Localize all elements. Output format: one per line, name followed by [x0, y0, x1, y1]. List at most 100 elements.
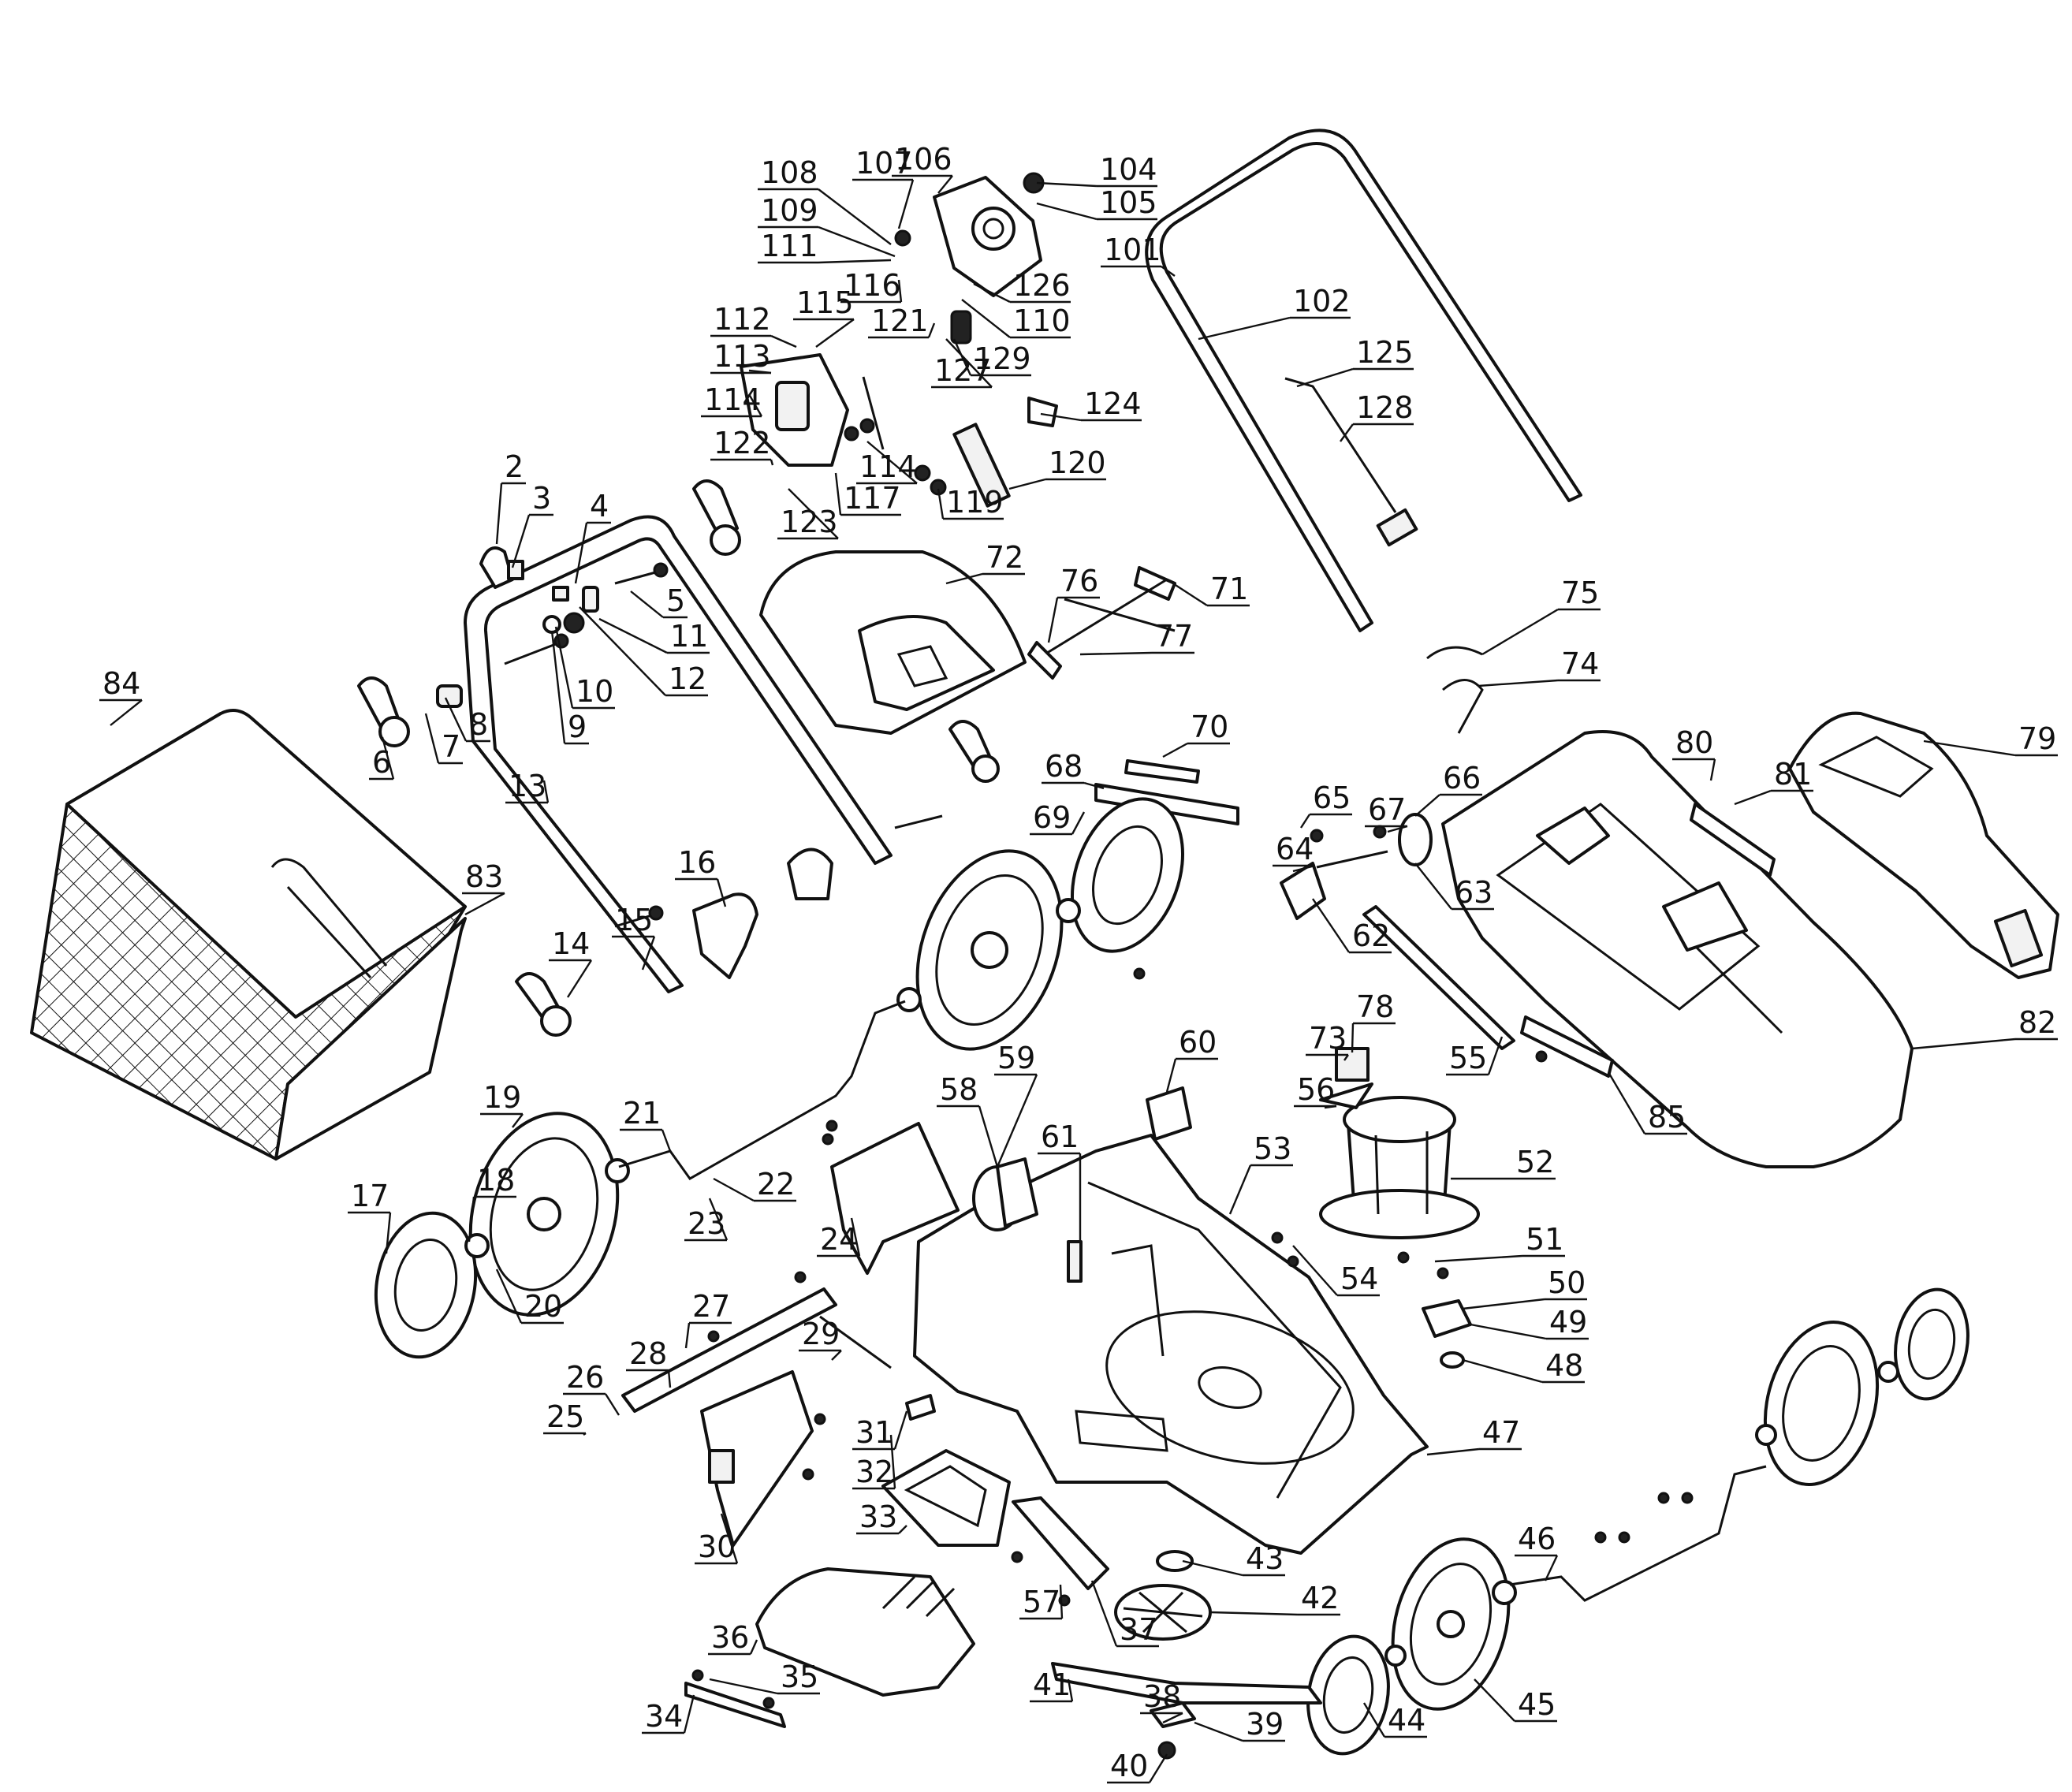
part-number-p73: 73: [1309, 1021, 1347, 1056]
part-number-p55: 55: [1449, 1041, 1487, 1075]
part-number-p10: 10: [576, 674, 613, 709]
leader-line: [542, 780, 550, 803]
leader-line: [889, 1434, 896, 1489]
part-number-p79: 79: [2018, 721, 2056, 756]
part-number-p125: 125: [1356, 335, 1414, 370]
leader-line: [973, 282, 1011, 304]
part-label-p38: 38: [1140, 1679, 1183, 1724]
part-number-p84: 84: [102, 666, 140, 701]
rear-hatch-cover: [1788, 711, 2059, 979]
part-label-p26: 26: [563, 1360, 620, 1416]
part-number-p11: 11: [670, 619, 708, 654]
spring-70: [1124, 759, 1200, 784]
leader-line: [424, 713, 440, 764]
part-label-p10: 10: [554, 626, 615, 710]
hubcap-front-right: [1894, 1287, 1970, 1401]
leader-line: [1351, 1023, 1355, 1053]
part-number-p17: 17: [351, 1179, 389, 1213]
part-number-p37: 37: [1120, 1612, 1157, 1647]
leader-line: [464, 892, 505, 916]
part-number-p5: 5: [666, 583, 685, 618]
rod-77: [1044, 578, 1168, 656]
capacitor: [1422, 1299, 1472, 1338]
leader-line: [641, 936, 656, 971]
part-number-p116: 116: [844, 268, 901, 303]
leader-line: [1312, 898, 1350, 953]
leader-line: [897, 279, 903, 303]
part-number-p67: 67: [1368, 792, 1406, 827]
part-label-p122: 122: [710, 426, 774, 466]
part-number-p83: 83: [465, 859, 503, 894]
part-label-p9: 9: [550, 630, 589, 745]
leader-line: [1911, 1038, 2016, 1050]
part-label-p30: 30: [695, 1513, 739, 1565]
grip-37: [1012, 1496, 1109, 1590]
part-label-p29: 29: [799, 1317, 842, 1361]
leader-line: [1040, 412, 1082, 422]
leader-line: [1387, 825, 1408, 833]
part-label-p28: 28: [626, 1336, 672, 1388]
leader-line: [1198, 316, 1291, 341]
leader-line: [1487, 1036, 1504, 1075]
part-number-p81: 81: [1774, 757, 1812, 792]
part-label-p124: 124: [1040, 386, 1142, 422]
part-label-p52: 52: [1451, 1145, 1556, 1180]
part-number-p38: 38: [1143, 1679, 1181, 1714]
part-label-p74: 74: [1478, 646, 1601, 687]
part-label-p32: 32: [852, 1434, 896, 1490]
part-number-p126: 126: [1013, 268, 1071, 303]
part-label-p48: 48: [1462, 1348, 1585, 1384]
part-number-p8: 8: [469, 707, 488, 742]
part-label-p109: 109: [758, 193, 896, 258]
part-number-p119: 119: [946, 485, 1004, 520]
part-number-p54: 54: [1340, 1261, 1378, 1296]
mower-deck: [913, 1134, 1429, 1555]
part-label-p7: 7: [424, 713, 463, 765]
part-label-p102: 102: [1198, 284, 1351, 341]
part-label-p53: 53: [1228, 1131, 1293, 1215]
motor-bracket: [1280, 813, 1433, 920]
part-number-p47: 47: [1482, 1415, 1520, 1450]
part-label-p66: 66: [1414, 761, 1482, 817]
part-label-p5: 5: [630, 583, 688, 619]
leader-line: [1362, 1702, 1386, 1738]
part-label-p101: 101: [1101, 233, 1176, 277]
leader-line: [893, 1410, 908, 1450]
part-number-p21: 21: [623, 1096, 661, 1131]
part-number-p27: 27: [692, 1289, 730, 1324]
part-label-p54: 54: [1292, 1245, 1380, 1297]
part-number-p65: 65: [1313, 781, 1351, 815]
leader-line: [574, 522, 588, 584]
part-number-p16: 16: [678, 845, 716, 880]
part-number-p51: 51: [1526, 1222, 1563, 1257]
part-label-p58: 58: [937, 1072, 999, 1168]
leader-line: [866, 441, 918, 484]
part-label-p79: 79: [1923, 721, 2058, 757]
part-label-p61: 61: [1038, 1120, 1082, 1242]
leader-line: [495, 482, 503, 545]
part-label-p123: 123: [777, 488, 839, 540]
leader-line: [747, 393, 763, 417]
part-number-p74: 74: [1561, 646, 1599, 681]
leader-line: [1165, 1058, 1177, 1093]
part-label-p35: 35: [709, 1660, 820, 1695]
wheel-19: [468, 1112, 620, 1317]
part-label-p36: 36: [708, 1620, 758, 1656]
wheel-rear-inner: [915, 849, 1064, 1051]
part-label-p6: 6: [369, 736, 395, 781]
leader-line: [1414, 862, 1452, 910]
leader-line: [550, 630, 566, 744]
leader-line: [1414, 794, 1440, 817]
bracket-28: [621, 1287, 837, 1413]
leader-line: [1923, 740, 2016, 757]
leader-line: [444, 697, 468, 742]
leader-line: [566, 959, 593, 998]
part-number-p113: 113: [714, 339, 771, 374]
leader-line: [897, 179, 915, 229]
part-number-p13: 13: [509, 769, 546, 803]
leader-line: [1478, 679, 1559, 687]
part-label-p78: 78: [1351, 989, 1396, 1053]
leader-line: [927, 322, 936, 338]
part-number-p63: 63: [1455, 875, 1493, 910]
